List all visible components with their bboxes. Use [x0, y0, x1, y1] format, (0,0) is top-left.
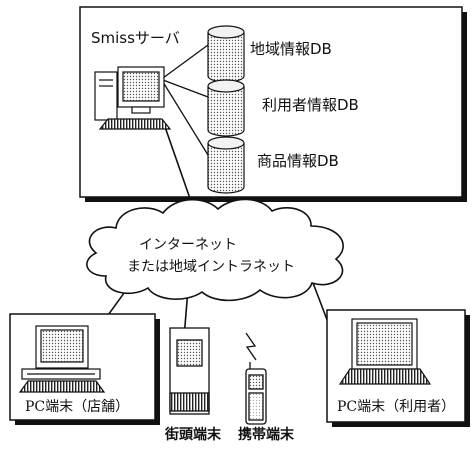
server-computer-icon	[94, 66, 172, 130]
pc-store-label: PC端末（店舗）	[25, 399, 130, 415]
network-cloud	[86, 198, 344, 302]
mobile-terminal-label: 携帯端末	[238, 427, 294, 443]
database-cylinder-product	[207, 136, 245, 194]
mobile-phone-icon	[245, 362, 267, 425]
db-label-user: 利用者情報DB	[262, 96, 359, 114]
server-db-links	[162, 44, 209, 156]
link-server-cloud	[163, 123, 195, 211]
server-title: Smissサーバ	[91, 29, 180, 47]
db-label-product: 商品情報DB	[257, 152, 339, 170]
network-label-line1: インターネット	[139, 237, 237, 253]
network-label-line2: または地域イントラネット	[127, 259, 295, 275]
pc-user-label: PC端末（利用者）	[337, 399, 456, 415]
database-cylinder-region	[207, 25, 245, 83]
street-terminal-label: 街頭端末	[165, 427, 221, 443]
db-label-region: 地域情報DB	[250, 40, 332, 58]
wireless-signal-icon	[245, 332, 257, 361]
street-terminal-icon	[169, 327, 210, 415]
laptop-icon	[338, 318, 432, 385]
server-box	[79, 6, 467, 202]
pc-store-computer-icon	[18, 325, 106, 393]
database-cylinder-user	[207, 79, 245, 137]
